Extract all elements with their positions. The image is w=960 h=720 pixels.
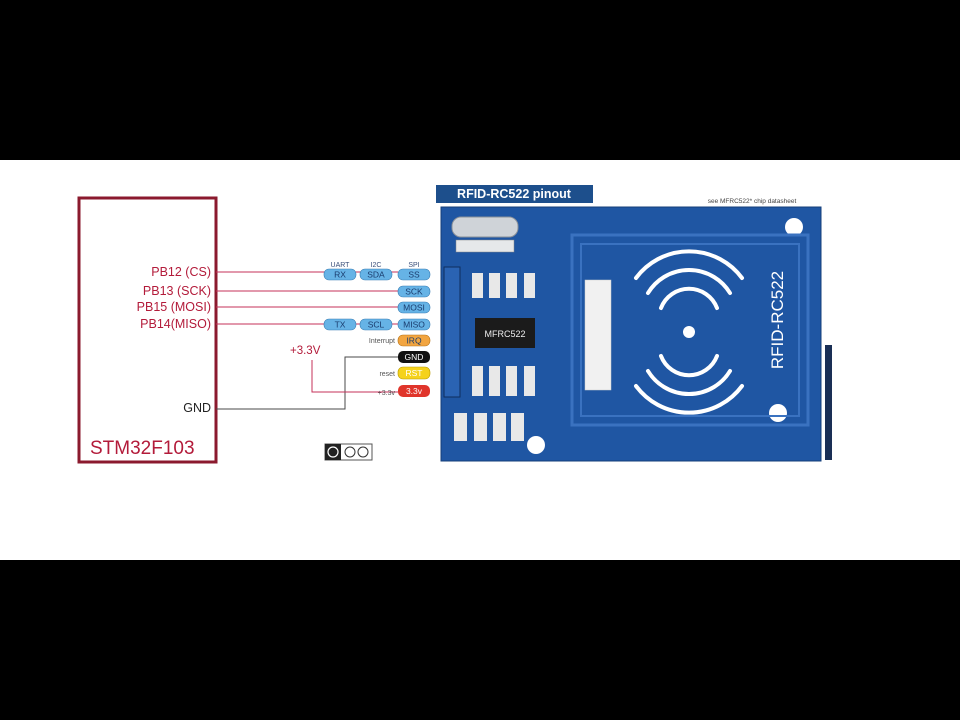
wire-vcc: [311, 360, 398, 393]
header-i2c: I2C: [371, 262, 382, 269]
antenna-trace: [570, 233, 810, 427]
board-name: RFID-RC522: [768, 271, 787, 369]
mcu-gnd-label: GND: [183, 401, 211, 415]
side-connector: [825, 345, 832, 460]
diagram-canvas: PB12 (CS) PB13 (SCK) PB15 (MOSI) PB14(MI…: [0, 160, 960, 560]
cc-icon: [327, 446, 339, 458]
pill-vcc: 3.3v: [398, 385, 430, 397]
svg-text:MISO: MISO: [403, 320, 425, 330]
chip-label: MFRC522: [484, 329, 525, 339]
datasheet-note: see MFRC522* chip datasheet: [708, 198, 797, 205]
mcu-pin-pb13: PB13 (SCK): [143, 284, 211, 298]
svg-text:IRQ: IRQ: [406, 336, 422, 346]
wire-gnd: [216, 356, 398, 410]
pill-mosi: MOSI: [397, 301, 431, 314]
license-badge: [324, 443, 373, 461]
svg-text:TX: TX: [335, 320, 346, 330]
wiring-diagram: PB12 (CS) PB13 (SCK) PB15 (MOSI) PB14(MI…: [77, 185, 832, 464]
mcu-pin-pb15: PB15 (MOSI): [137, 300, 211, 314]
svg-text:SDA: SDA: [367, 270, 385, 280]
svg-text:MOSI: MOSI: [403, 303, 425, 313]
pill-sda: SDA: [359, 268, 393, 281]
supply-label: +3.3V: [290, 345, 321, 357]
svg-text:SCL: SCL: [368, 320, 385, 330]
pill-tx: TX: [323, 318, 357, 331]
chip: [475, 318, 535, 348]
svg-text:3.3v: 3.3v: [406, 386, 423, 396]
sa-icon: [357, 446, 369, 458]
side-label-interrupt: Interrupt: [369, 338, 395, 345]
svg-text:SS: SS: [408, 270, 420, 280]
svg-text:SCK: SCK: [405, 287, 423, 297]
pill-sck: SCK: [397, 285, 431, 298]
svg-text:GND: GND: [405, 352, 424, 362]
svg-text:RST: RST: [406, 368, 423, 378]
header-uart: UART: [331, 262, 351, 269]
pill-irq: IRQ: [397, 334, 431, 347]
pill-rst: RST: [397, 366, 431, 380]
svg-text:RX: RX: [334, 270, 346, 280]
pin-header: [443, 266, 461, 398]
header-spi: SPI: [408, 262, 419, 269]
by-icon: [344, 446, 356, 458]
mcu-pin-pb14: PB14(MISO): [140, 317, 211, 331]
pill-rx: RX: [323, 268, 357, 281]
pill-ss: SS: [397, 268, 431, 281]
mounting-hole-icon: [527, 436, 545, 454]
side-label-vcc: +3.3v: [378, 390, 396, 397]
mcu-box: [77, 196, 218, 464]
mounting-hole-icon: [785, 218, 803, 236]
pinout-title-bar: [436, 185, 593, 203]
pill-gnd: GND: [398, 351, 430, 363]
side-label-reset: reset: [379, 371, 395, 378]
pinout-title: RFID-RC522 pinout: [457, 187, 572, 201]
rfid-wave-icon: [634, 249, 744, 415]
mounting-hole-icon: [769, 404, 787, 422]
mcu-pin-pb12: PB12 (CS): [151, 265, 211, 279]
pill-scl: SCL: [359, 318, 393, 331]
rfid-board: MFRC522 RFID-RC522: [440, 206, 822, 462]
mcu-title: STM32F103: [90, 438, 195, 459]
crystal-icon: [451, 216, 519, 238]
pill-miso: MISO: [397, 318, 431, 331]
